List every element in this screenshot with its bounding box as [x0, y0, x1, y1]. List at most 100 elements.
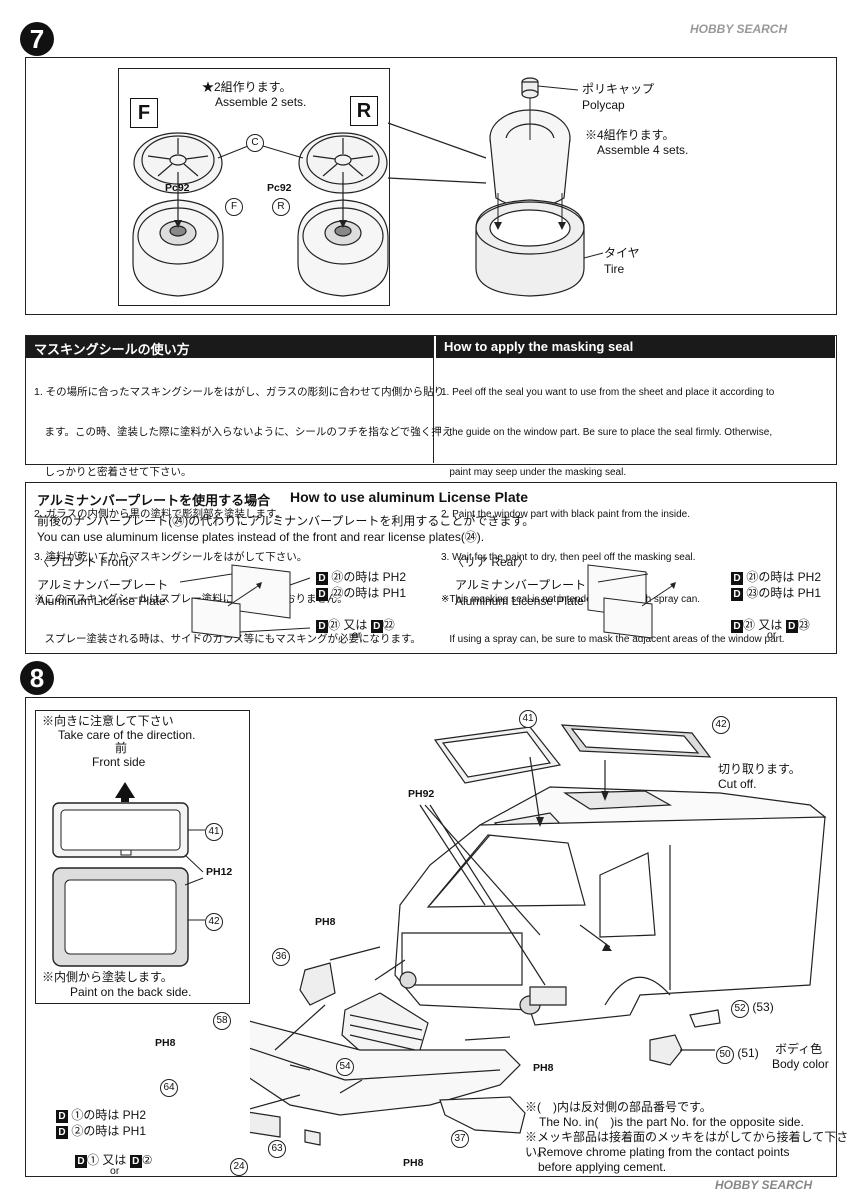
- part-54-callout: 54: [336, 1058, 354, 1076]
- plate-front-label-jp: アルミナンバープレート: [37, 578, 169, 592]
- plate-rear-header: 〈リア Rear〉: [452, 555, 530, 569]
- paint-back-jp: ※内側から塗装します。: [42, 970, 173, 984]
- front-side-jp: 前: [115, 741, 128, 755]
- plate-front-rule-2: D ㉒の時は PH1: [316, 586, 406, 601]
- step-7-number: 7: [20, 22, 54, 56]
- polycap-en: Polycap: [582, 98, 625, 112]
- plate-frame: [25, 482, 837, 654]
- part-42-callout: 42: [712, 716, 730, 734]
- headlamp-part: [440, 1097, 525, 1133]
- part-f-callout: F: [225, 198, 243, 216]
- d1-rule: D ①の時は PH2: [56, 1108, 146, 1123]
- front-wheel-cover: [134, 133, 222, 193]
- step-8-number: 8: [20, 661, 54, 695]
- masking-en-text: 1. Peel off the seal you want to use fro…: [441, 387, 785, 646]
- part-37-callout: 37: [451, 1130, 469, 1148]
- plate-rear-rule-1: D ㉑の時は PH2: [731, 570, 821, 585]
- front-wheel-rim: [133, 200, 223, 296]
- tire-jp: タイヤ: [604, 246, 640, 260]
- body-color-en: Body color: [772, 1057, 829, 1071]
- direction-note-en: Take care of the direction.: [58, 728, 196, 742]
- plate-front-rule-1: D ㉑の時は PH2: [316, 570, 406, 585]
- part-42-inset: 42: [205, 913, 223, 931]
- side-lamp-part: [300, 963, 335, 1005]
- masking-title-en: How to apply the masking seal: [436, 336, 835, 358]
- cut-off-en: Cut off.: [718, 777, 757, 791]
- tire-part: [476, 200, 584, 296]
- part-r-callout: R: [272, 198, 290, 216]
- step-7-frame: [25, 57, 837, 315]
- window-parts-illustration: [35, 782, 248, 1002]
- assemble-2-en: Assemble 2 sets.: [215, 95, 307, 109]
- part-52-53-callout: 52 (53): [731, 1000, 774, 1018]
- opposite-note-jp: ※( )内は反対側の部品番号です。: [525, 1100, 712, 1114]
- plate-desc-en: You can use aluminum license plates inst…: [37, 530, 485, 544]
- van-assembly-illustration: [250, 705, 835, 1175]
- part-64-callout: 64: [160, 1079, 178, 1097]
- body-color-jp: ボディ色: [775, 1042, 823, 1056]
- assemble-4-en: Assemble 4 sets.: [597, 143, 689, 157]
- part-36-callout: 36: [272, 948, 290, 966]
- paint-back-en: Paint on the back side.: [70, 985, 192, 999]
- masking-divider: [433, 336, 435, 463]
- tire-en: Tire: [604, 262, 625, 276]
- license-plate-illustration: [180, 560, 676, 645]
- plate-desc-jp: 前後のナンバープレート(㉔)の代わりにアルミナンバープレートを利用することができ…: [37, 514, 535, 528]
- chrome-note-en-2: before applying cement.: [538, 1160, 667, 1174]
- plate-title-en: How to use aluminum License Plate: [290, 489, 529, 505]
- part-c-callout: C: [246, 134, 264, 152]
- part-63-callout: 63: [268, 1140, 286, 1158]
- plate-rear-label-jp: アルミナンバープレート: [455, 578, 587, 592]
- cut-off-jp: 切り取ります。: [718, 762, 801, 776]
- polycap-part: [522, 78, 538, 98]
- wheel-inset-frame: [118, 68, 390, 306]
- door-mirror-part: [650, 1035, 682, 1065]
- masking-table: [25, 335, 837, 465]
- watermark-bottom: HOBBY SEARCH: [715, 1178, 813, 1192]
- part-58-callout: 58: [213, 1012, 231, 1030]
- polycap-jp: ポリキャップ: [582, 82, 655, 96]
- direction-note-jp: ※向きに注意して下さい: [42, 714, 174, 728]
- ph12-label: PH12: [206, 866, 233, 878]
- windshield: [428, 835, 585, 907]
- ph8-lamp: PH8: [533, 1062, 554, 1074]
- plate-front-header: 〈フロント Front〉: [37, 555, 141, 569]
- masking-title-jp: マスキングシールの使い方: [26, 336, 434, 358]
- d-or-en: or: [110, 1165, 120, 1177]
- pc92-left-label: Pc92: [165, 182, 190, 194]
- plate-front-or-en: or: [352, 629, 362, 641]
- rear-label-box: R: [350, 96, 378, 126]
- window-inset-frame: [35, 710, 250, 1004]
- plate-rear-label-en: Aluminum License Plate: [455, 594, 584, 608]
- plate-title-jp: アルミナンバープレートを使用する場合: [37, 493, 271, 508]
- d2-rule: D ②の時は PH1: [56, 1124, 146, 1139]
- plate-front-label-en: Aluminum License Plate: [37, 594, 166, 608]
- part-50-51-callout: 50 (51): [716, 1046, 759, 1064]
- pc92-right-label: Pc92: [267, 182, 292, 194]
- rear-wheel-rim: [298, 200, 388, 296]
- ph8-lower: PH8: [403, 1157, 424, 1169]
- license-plate-24: [250, 1110, 280, 1137]
- plate-rear-or-en: or: [767, 629, 777, 641]
- assemble-4-jp: ※4組作ります。: [585, 128, 675, 142]
- wheel-assembly-illustration: [118, 68, 838, 308]
- part-41-callout: 41: [519, 710, 537, 728]
- part-41-inset: 41: [205, 823, 223, 841]
- step-8-frame: [25, 697, 837, 1177]
- watermark-top: HOBBY SEARCH: [690, 22, 788, 36]
- ph8-bumper: PH8: [155, 1037, 176, 1049]
- plate-rear-rule-2: D ㉓の時は PH1: [731, 586, 821, 601]
- front-side-en: Front side: [92, 755, 146, 769]
- chrome-note-en: Remove chrome plating from the contact p…: [538, 1145, 790, 1159]
- chrome-note-jp: ※メッキ部品は接着面のメッキをはがしてから接着して下さい。: [525, 1130, 849, 1159]
- opposite-note-en: The No. in( )is the part No. for the opp…: [539, 1115, 804, 1129]
- ph8-upper: PH8: [315, 916, 336, 928]
- front-label-box: F: [130, 98, 158, 128]
- ph92-label: PH92: [408, 788, 435, 800]
- part-24-callout: 24: [230, 1158, 248, 1176]
- front-bumper: [250, 1020, 520, 1115]
- assemble-2-jp: ★2組作ります。: [202, 80, 292, 94]
